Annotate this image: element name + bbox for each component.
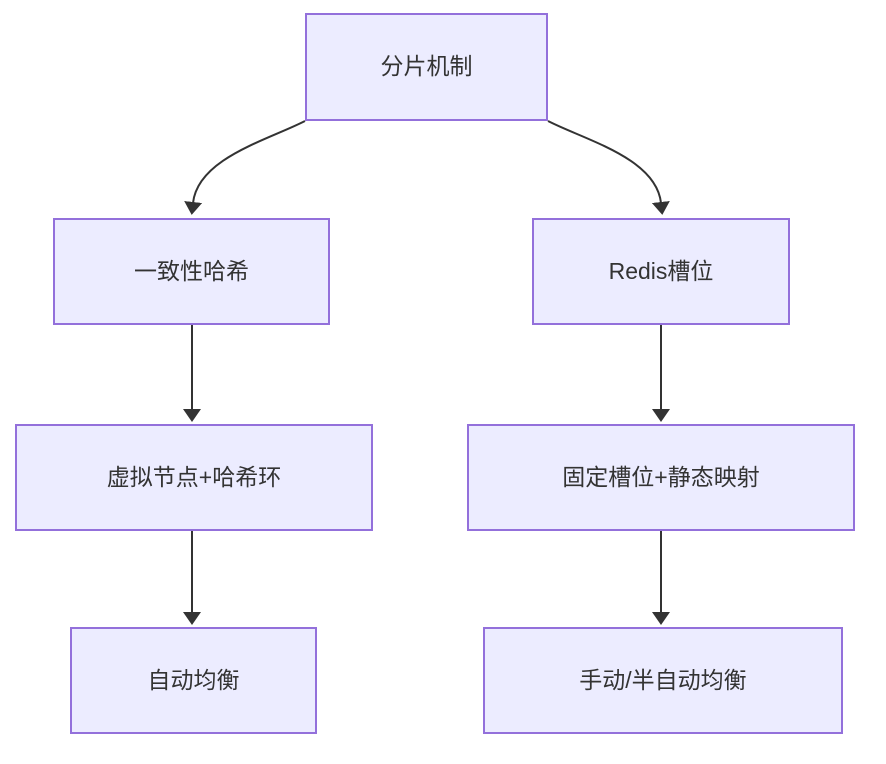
edge-root-to-redis-slots [547,120,670,215]
node-virtual-nodes-hash-ring-label: 虚拟节点+哈希环 [106,463,282,490]
node-auto-balancing: 自动均衡 [70,627,317,734]
node-manual-semi-auto-balancing-label: 手动/半自动均衡 [579,666,747,693]
node-manual-semi-auto-balancing: 手动/半自动均衡 [483,627,843,734]
node-fixed-slots-static-mapping: 固定槽位+静态映射 [467,424,855,531]
node-redis-slots: Redis槽位 [532,218,790,325]
node-sharding-mechanism-label: 分片机制 [380,53,473,80]
node-virtual-nodes-hash-ring: 虚拟节点+哈希环 [15,424,373,531]
node-fixed-slots-static-mapping-label: 固定槽位+静态映射 [562,463,760,490]
node-consistent-hashing: 一致性哈希 [53,218,330,325]
node-redis-slots-label: Redis槽位 [608,257,714,284]
edge-root-to-consistent-hashing [184,120,306,215]
node-auto-balancing-label: 自动均衡 [147,666,240,693]
node-consistent-hashing-label: 一致性哈希 [134,257,249,284]
node-sharding-mechanism: 分片机制 [305,13,548,121]
